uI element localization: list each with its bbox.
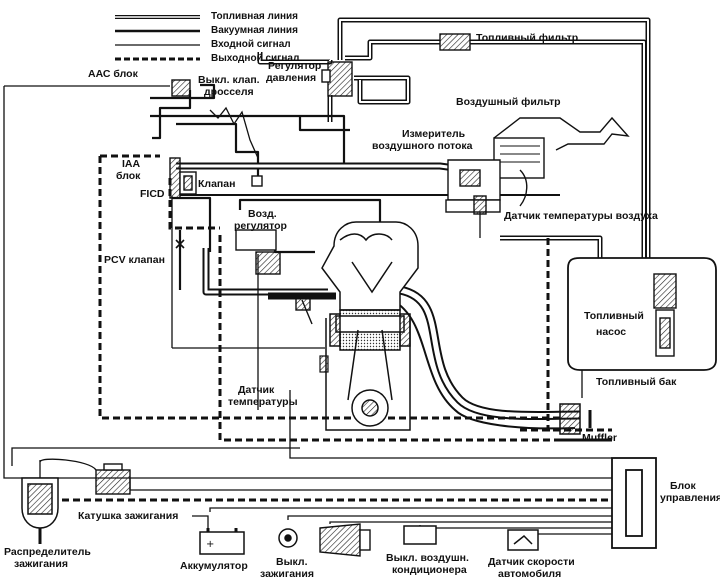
coolant-temp-sensor [319,355,329,373]
neutral-switch [319,523,371,557]
legend-fuel-line: Топливная линия [211,11,299,22]
signal-wiring [3,85,715,535]
intake-exhaust [176,162,581,430]
air-temp-sensor [445,195,501,215]
airflow-meter [447,159,528,207]
label-fuel-pump-2: насос [596,326,627,338]
label-ac-switch-1: Выкл. воздушн. [386,552,469,564]
air-regulator [235,229,281,275]
label-ac-switch-2: кондиционера [392,564,467,576]
label-fuel-filter: Топливный фильтр [476,32,579,44]
fuel-lines [257,17,651,272]
label-ecu-2: управления [660,492,720,504]
fuel-tank [567,257,717,371]
label-temp-sensor-2: температуры [228,396,298,408]
label-ficd: FICD [140,188,165,200]
label-air-temp-sensor: Датчик температуры воздуха [504,210,658,222]
label-pressure-reg-2: давления [266,72,317,84]
battery: + [199,528,245,555]
speed-sensor [507,529,539,551]
air-filter [493,116,630,179]
label-ecu-1: Блок [670,480,696,492]
label-battery: Аккумулятор [180,560,248,572]
label-iaa-2: блок [116,170,141,182]
aac-valve [171,79,191,97]
label-ignition-switch-1: Выкл. [276,556,308,568]
legend-output-signal: Выходной сигнал [211,53,300,64]
label-speed-sensor-1: Датчик скорости [488,556,575,568]
label-temp-sensor-1: Датчик [238,384,275,396]
label-distributor-2: зажигания [14,558,68,570]
iaa-unit [169,157,197,199]
label-valve: Клапан [198,178,236,190]
label-airflow-meter-2: воздушного потока [372,140,473,152]
ecu [611,457,657,549]
fuel-pump [653,273,677,357]
svg-text:+: + [206,539,214,550]
throttle-switch-lead [209,106,259,159]
fuel-filter [439,33,471,51]
pcv-valve [175,236,185,252]
engine [321,221,419,431]
label-muffler: Muffler [582,432,617,444]
battery-lead [192,515,209,528]
label-iaa-1: IAA [122,158,141,170]
legend-symbols [115,15,200,61]
label-throttle-switch-2: дросселя [204,86,254,98]
pressure-regulator [321,61,353,97]
label-air-filter: Воздушный фильтр [456,96,561,108]
label-air-reg-2: регулятор [234,220,287,232]
ignition-switch [278,528,298,548]
label-air-reg-1: Возд. [248,208,277,220]
label-pcv: PCV клапан [104,254,165,266]
legend-input-signal: Входной сигнал [211,39,291,50]
label-fuel-pump-1: Топливный [584,310,644,322]
muffler [559,403,592,435]
throttle-switch [251,175,263,187]
label-pressure-reg-1: Регулятор [268,60,322,72]
label-throttle-switch-1: Выкл. клап. [198,74,260,86]
label-aac: ААС блок [88,68,138,80]
label-speed-sensor-2: автомобиля [498,568,562,580]
label-fuel-tank: Топливный бак [596,376,677,388]
distributor [21,477,59,544]
label-ignition-switch-2: зажигания [260,568,314,580]
ignition-coil [95,463,131,495]
label-airflow-meter-1: Измеритель [402,128,466,140]
legend-vacuum-line: Вакуумная линия [211,25,298,36]
ac-switch [403,525,437,545]
label-distributor-1: Распределитель [4,546,91,558]
coil-wire [39,458,97,471]
label-ignition-coil: Катушка зажигания [78,510,179,522]
